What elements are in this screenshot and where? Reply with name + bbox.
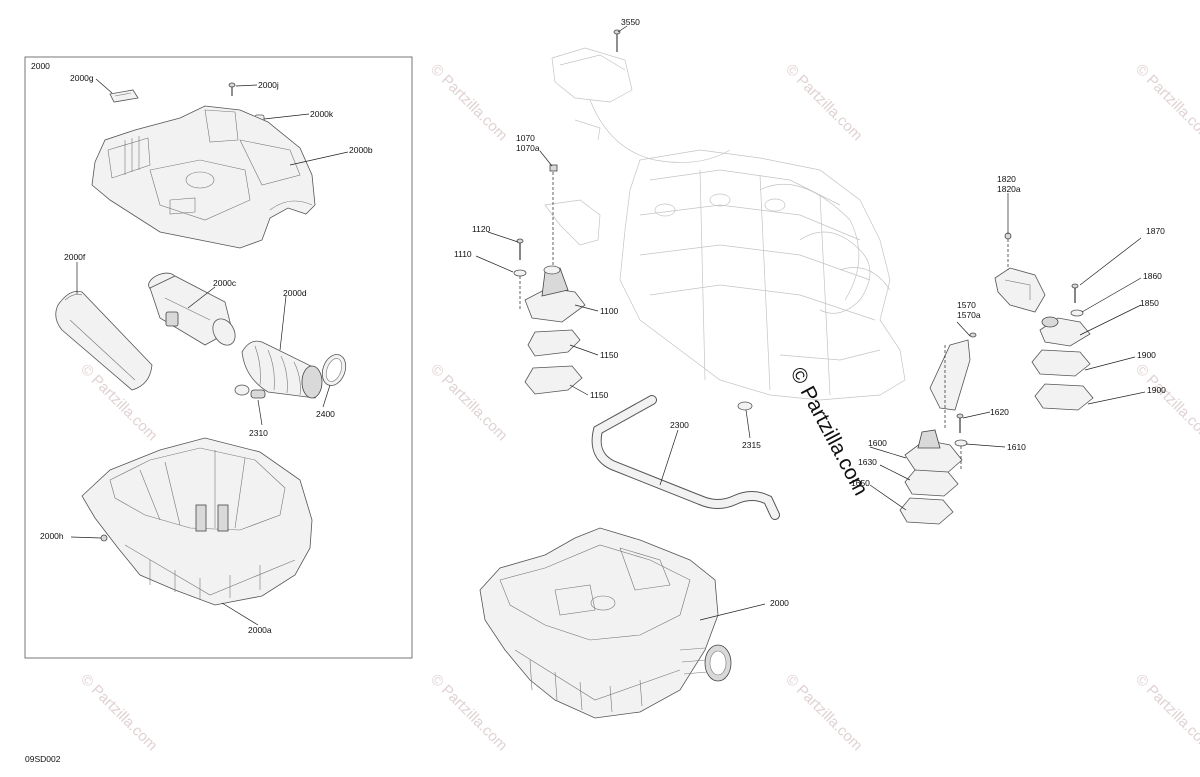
callout-2000k: 2000k: [310, 109, 334, 119]
callout-1570a: 1570a: [957, 310, 981, 320]
part-2000d-bellows: [241, 340, 323, 399]
part-1070: [544, 164, 601, 246]
callout-2000j: 2000j: [258, 80, 279, 90]
callout-2315: 2315: [742, 440, 761, 450]
callout-1610: 1610: [1007, 442, 1026, 452]
watermark: © Partzilla.com: [1132, 361, 1200, 444]
watermark: © Partzilla.com: [1132, 61, 1200, 144]
callout-2000a: 2000a: [248, 625, 272, 635]
part-2000a-lower-housing: [81, 437, 313, 606]
part-1900-plates: [1031, 349, 1094, 411]
callout-1110: 1110: [454, 249, 472, 259]
callout-1850: 1850: [1140, 298, 1159, 308]
inset-leaders: [70, 78, 349, 626]
part-1100-mount: [524, 265, 586, 323]
part-2000h: [100, 534, 108, 542]
part-1820-bracket: [994, 232, 1046, 313]
callout-1070: 1070: [516, 133, 535, 143]
callout-2300: 2300: [670, 420, 689, 430]
watermark: © Partzilla.com: [77, 671, 160, 754]
part-3550: [613, 29, 621, 52]
callout-1150-a: 1150: [600, 350, 619, 360]
callout-2400: 2400: [316, 409, 335, 419]
part-1570-bracket: [929, 332, 977, 411]
watermark: © Partzilla.com: [427, 61, 510, 144]
callout-1120: 1120: [472, 224, 491, 234]
callout-1150-b: 1150: [590, 390, 609, 400]
inset-title: 2000: [31, 61, 50, 71]
main-leaders: [475, 25, 1146, 621]
callout-1860: 1860: [1143, 271, 1162, 281]
callout-2310: 2310: [249, 428, 268, 438]
watermark: © Partzilla.com: [782, 671, 865, 754]
callout-1630: 1630: [858, 457, 877, 467]
engine-ghost: [551, 47, 906, 401]
callout-2000d: 2000d: [283, 288, 307, 298]
callout-1620: 1620: [990, 407, 1009, 417]
part-2000f-sleeve: [55, 290, 153, 391]
callout-1900-b: 1900: [1147, 385, 1166, 395]
part-2310-clamp: [234, 384, 266, 399]
callout-1650: 1650: [851, 478, 870, 488]
callout-3550: 3550: [621, 17, 640, 27]
part-2315-clamp: [737, 401, 753, 411]
partzilla-watermark: © Partzilla.com: [786, 364, 873, 500]
callout-1870: 1870: [1146, 226, 1165, 236]
callout-2000g: 2000g: [70, 73, 94, 83]
figure-code: 09SD002: [25, 754, 61, 764]
part-2000b-upper-housing: [91, 105, 316, 249]
callout-2000h: 2000h: [40, 531, 64, 541]
callout-2000f: 2000f: [64, 252, 86, 262]
part-1120-1110: [513, 238, 527, 277]
watermark: © Partzilla.com: [427, 671, 510, 754]
part-2000-airbox-assembly: [479, 527, 732, 719]
callout-1820: 1820: [997, 174, 1016, 184]
watermark: © Partzilla.com: [427, 361, 510, 444]
part-1150-plates: [524, 329, 583, 395]
watermark: © Partzilla.com: [1132, 671, 1200, 754]
callout-1070a: 1070a: [516, 143, 540, 153]
part-2000j: [228, 82, 236, 96]
callout-1570: 1570: [957, 300, 976, 310]
callout-2000: 2000: [770, 598, 789, 608]
part-2300-hose: [591, 395, 780, 520]
callout-1100: 1100: [600, 306, 619, 316]
part-1870-1860-1850: [1039, 283, 1091, 347]
callout-2000b: 2000b: [349, 145, 373, 155]
watermark: © Partzilla.com: [782, 61, 865, 144]
part-2400-clamp: [321, 354, 347, 386]
callout-2000c: 2000c: [213, 278, 237, 288]
part-2000g: [109, 89, 139, 103]
inset-frame: [24, 56, 413, 659]
callout-1820a: 1820a: [997, 184, 1021, 194]
callout-1600: 1600: [868, 438, 887, 448]
callout-1900-a: 1900: [1137, 350, 1156, 360]
part-1650-plates: [899, 469, 959, 525]
part-1620-1610-1600: [904, 413, 968, 476]
part-2000c-intake-tube: [148, 272, 236, 346]
